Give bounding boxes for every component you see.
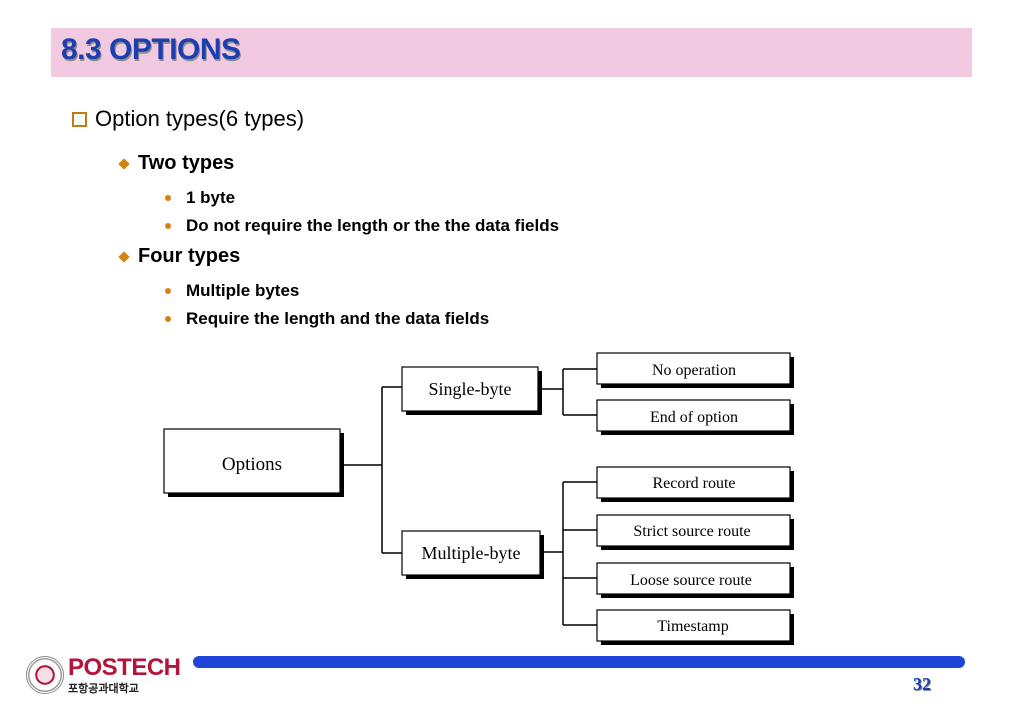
point-require-length: Require the length and the data fields (165, 309, 489, 329)
point-text: Require the length and the data fields (186, 309, 490, 328)
leaf-timestamp: Timestamp (596, 609, 794, 645)
point-text: Do not require the length or the the dat… (186, 216, 560, 235)
bullet-text: Option types(6 types) (95, 106, 305, 131)
leaf-label: Strict source route (633, 523, 750, 540)
leaf-no-operation: No operation (596, 352, 794, 388)
subbullet-text: Four types (138, 245, 241, 267)
point-1-byte: 1 byte (165, 188, 235, 208)
leaf-label: Timestamp (657, 618, 728, 635)
square-bullet-icon (72, 111, 87, 127)
university-seal-icon (26, 656, 64, 694)
subbullet-text: Two types (138, 152, 235, 174)
leaf-label: End of option (650, 409, 738, 426)
node-multiple-byte-label: Multiple-byte (422, 543, 521, 563)
dot-bullet-icon (165, 195, 171, 201)
point-text: 1 byte (186, 188, 236, 207)
footer-bar (193, 656, 965, 668)
logo-wordmark: POSTECH (68, 654, 181, 681)
page-number: 32 (913, 674, 931, 694)
subbullet-two-types: Two types (118, 152, 235, 175)
leaf-label: Record route (652, 475, 735, 492)
bullet-option-types: Option types(6 types) (72, 106, 304, 132)
root-node: Options (163, 428, 344, 497)
leaf-label: Loose source route (630, 572, 752, 589)
postech-logo: POSTECH 포항공과대학교 (26, 656, 181, 698)
multiple-byte-node: Multiple-byte (401, 530, 544, 579)
dot-bullet-icon (165, 288, 171, 294)
subbullet-four-types: Four types (118, 245, 241, 268)
leaf-record-route: Record route (596, 466, 794, 502)
single-byte-node: Single-byte (401, 366, 542, 415)
point-text: Multiple bytes (186, 281, 300, 300)
connector-lines (341, 368, 598, 626)
logo-subtext: 포항공과대학교 (68, 683, 139, 695)
leaf-end-of-option: End of option (596, 399, 794, 435)
node-options-label: Options (222, 454, 282, 475)
title-band: 8.3 OPTIONS (51, 28, 972, 77)
leaf-label: No operation (652, 362, 736, 379)
point-no-length: Do not require the length or the the dat… (165, 216, 559, 236)
leaf-strict-source-route: Strict source route (596, 514, 794, 550)
node-single-byte-label: Single-byte (429, 379, 512, 399)
page-title: 8.3 OPTIONS (61, 33, 241, 66)
point-multiple-bytes: Multiple bytes (165, 281, 299, 301)
leaf-loose-source-route: Loose source route (596, 562, 794, 598)
dot-bullet-icon (165, 316, 171, 322)
dot-bullet-icon (165, 223, 171, 229)
